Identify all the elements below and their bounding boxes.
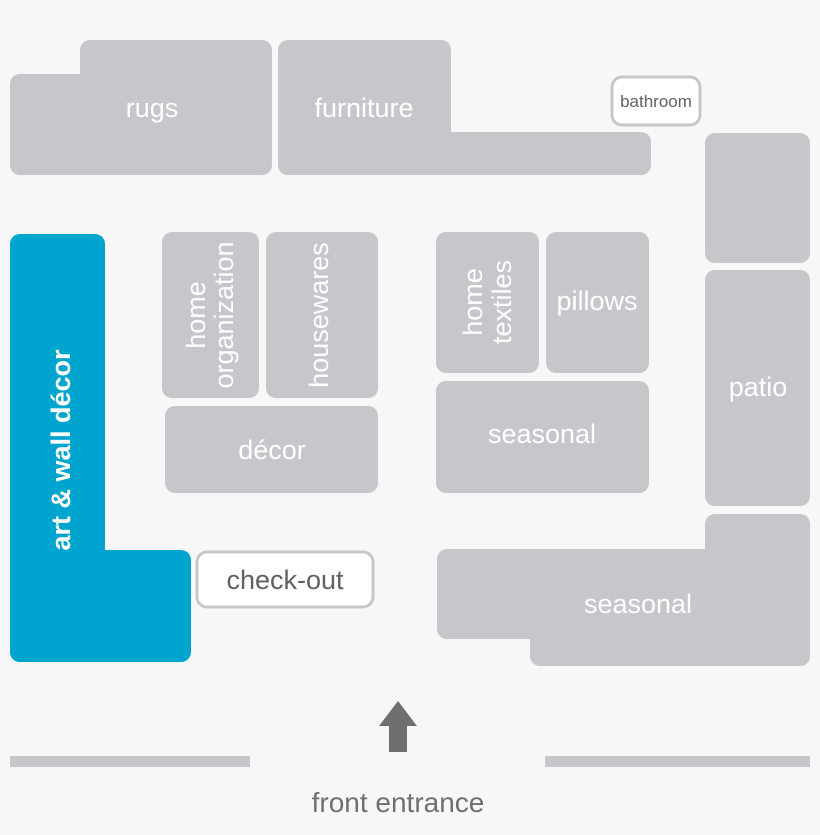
zone-check-out[interactable]: check-out [195, 550, 375, 609]
entrance-wall-right [545, 756, 810, 767]
zone-home-organization-label-2: organization [209, 241, 239, 388]
front-entrance-label: front entrance [312, 787, 485, 818]
zone-home-textiles-label-2: textiles [487, 260, 517, 344]
entrance-wall-left [10, 756, 250, 767]
zone-rugs[interactable]: rugs [10, 40, 272, 175]
zone-seasonal-right-label: seasonal [584, 589, 692, 619]
zone-home-organization[interactable]: home organization [162, 232, 259, 398]
zone-right-corridor-top [705, 133, 810, 263]
zone-art-wall-decor[interactable]: art & wall décor [10, 234, 191, 662]
zone-rugs-label: rugs [126, 93, 179, 123]
zone-decor[interactable]: décor [165, 406, 378, 493]
zone-pillows-label: pillows [556, 286, 637, 316]
zone-housewares-label: housewares [304, 242, 334, 388]
zone-bathroom-label: bathroom [620, 92, 692, 111]
zone-furniture-label: furniture [314, 93, 413, 123]
zone-patio[interactable]: patio [705, 270, 810, 506]
zone-seasonal-right[interactable]: seasonal [437, 514, 810, 666]
zone-art-wall-decor-label: art & wall décor [46, 349, 76, 551]
zone-patio-label: patio [729, 372, 788, 402]
zone-bathroom[interactable]: bathroom [610, 75, 702, 127]
zone-seasonal-center-label: seasonal [488, 419, 596, 449]
zone-home-organization-label-1: home [181, 281, 211, 349]
zone-housewares[interactable]: housewares [266, 232, 378, 398]
zone-seasonal-center[interactable]: seasonal [436, 381, 649, 493]
zone-furniture[interactable]: furniture [278, 40, 651, 175]
zone-decor-label: décor [238, 435, 306, 465]
arrow-up-icon [379, 701, 417, 752]
zone-home-textiles-label-1: home [458, 268, 488, 336]
zone-check-out-label: check-out [226, 565, 344, 595]
zone-home-textiles[interactable]: home textiles [436, 232, 539, 373]
zone-pillows[interactable]: pillows [546, 232, 649, 373]
